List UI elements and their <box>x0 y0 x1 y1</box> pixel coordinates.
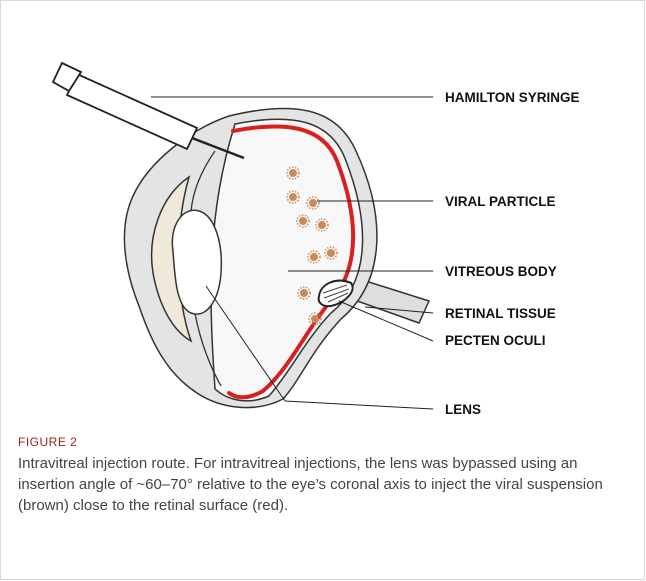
lens-shape <box>172 210 221 314</box>
figure-label: FIGURE 2 <box>18 435 77 449</box>
label-pecten-oculi: PECTEN OCULI <box>445 333 546 348</box>
figure-caption: Intravitreal injection route. For intrav… <box>18 453 618 516</box>
label-viral-particle: VIRAL PARTICLE <box>445 194 556 209</box>
vitreous-chamber <box>211 119 363 401</box>
label-vitreous-body: VITREOUS BODY <box>445 264 557 279</box>
label-lens: LENS <box>445 402 481 417</box>
label-retinal-tissue: RETINAL TISSUE <box>445 306 556 321</box>
label-hamilton-syringe: HAMILTON SYRINGE <box>445 90 580 105</box>
leader-lens-b <box>285 401 433 409</box>
eye-injection-diagram: HAMILTON SYRINGE VIRAL PARTICLE VITREOUS… <box>1 1 646 431</box>
